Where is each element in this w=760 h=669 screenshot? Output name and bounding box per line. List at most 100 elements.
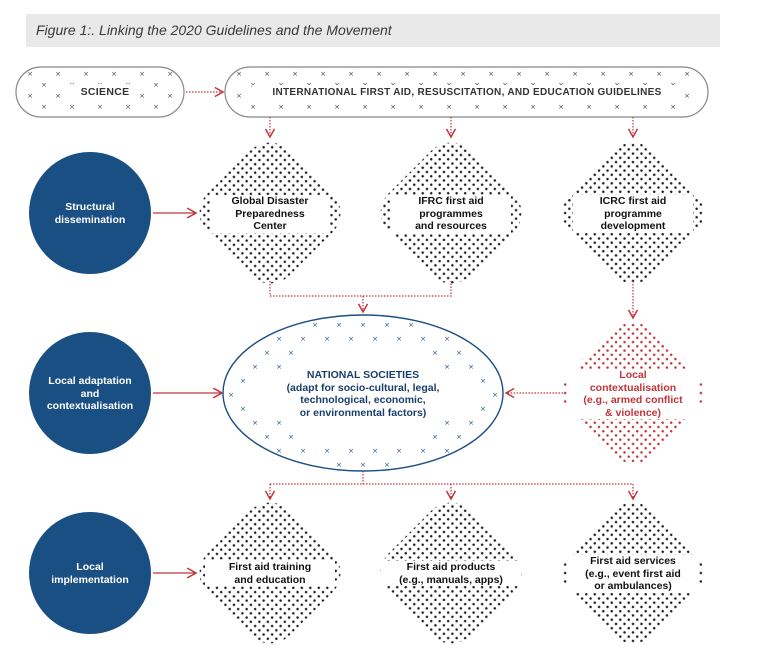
cross-mark: × — [396, 447, 402, 455]
cross-mark: × — [288, 433, 294, 441]
cross-mark: × — [278, 103, 284, 111]
cross-mark: × — [444, 419, 450, 427]
cross-mark: × — [558, 103, 564, 111]
cross-mark: × — [240, 405, 246, 413]
cross-mark: × — [264, 349, 270, 357]
cross-mark: × — [348, 335, 354, 343]
cross-mark: × — [530, 103, 536, 111]
cross-mark: × — [312, 321, 318, 329]
cross-mark: × — [264, 70, 270, 78]
row1-bracket — [269, 281, 452, 297]
cross-mark: × — [348, 70, 354, 78]
cross-mark: × — [384, 321, 390, 329]
national-societies-label: NATIONAL SOCIETIES(adapt for socio-cultu… — [253, 369, 473, 420]
cross-mark: × — [139, 92, 145, 100]
cross-mark: × — [444, 363, 450, 371]
cross-mark: × — [492, 391, 498, 399]
cross-mark: × — [324, 335, 330, 343]
cross-mark: × — [324, 447, 330, 455]
row3-label-products: First aid products(e.g., manuals, apps) — [381, 561, 521, 587]
cross-mark: × — [153, 103, 159, 111]
cross-mark: × — [240, 377, 246, 385]
level-circle-structural — [29, 152, 151, 274]
cross-mark: × — [372, 447, 378, 455]
cross-mark: × — [41, 103, 47, 111]
cross-mark: × — [480, 377, 486, 385]
cross-mark: × — [292, 70, 298, 78]
cross-mark: × — [334, 103, 340, 111]
cross-mark: × — [432, 349, 438, 357]
cross-mark: × — [420, 335, 426, 343]
cross-mark: × — [111, 70, 117, 78]
science-label: SCIENCE — [80, 86, 130, 98]
cross-mark: × — [27, 92, 33, 100]
cross-mark: × — [348, 447, 354, 455]
cross-mark: × — [670, 103, 676, 111]
cross-mark: × — [456, 349, 462, 357]
cross-mark: × — [586, 103, 592, 111]
cross-mark: × — [468, 419, 474, 427]
cross-mark: × — [444, 447, 450, 455]
cross-mark: × — [276, 447, 282, 455]
cross-mark: × — [153, 81, 159, 89]
cross-mark: × — [125, 103, 131, 111]
cross-mark: × — [516, 70, 522, 78]
cross-mark: × — [300, 447, 306, 455]
cross-mark: × — [41, 81, 47, 89]
cross-mark: × — [446, 103, 452, 111]
cross-mark: × — [628, 70, 634, 78]
cross-mark: × — [408, 321, 414, 329]
cross-mark: × — [468, 363, 474, 371]
cross-mark: × — [418, 103, 424, 111]
cross-mark: × — [404, 70, 410, 78]
cross-mark: × — [55, 92, 61, 100]
cross-mark: × — [432, 433, 438, 441]
cross-mark: × — [336, 321, 342, 329]
cross-mark: × — [69, 103, 75, 111]
cross-mark: × — [83, 70, 89, 78]
cross-mark: × — [390, 103, 396, 111]
cross-mark: × — [572, 70, 578, 78]
cross-mark: × — [252, 363, 258, 371]
cross-mark: × — [600, 70, 606, 78]
cross-mark: × — [336, 461, 342, 469]
cross-mark: × — [488, 70, 494, 78]
cross-mark: × — [684, 70, 690, 78]
cross-mark: × — [614, 103, 620, 111]
cross-mark: × — [684, 92, 690, 100]
guidelines-label: INTERNATIONAL FIRST AID, RESUSCITATION, … — [272, 87, 662, 98]
cross-mark: × — [250, 103, 256, 111]
cross-mark: × — [252, 419, 258, 427]
cross-mark: × — [276, 419, 282, 427]
cross-mark: × — [276, 363, 282, 371]
cross-mark: × — [236, 92, 242, 100]
cross-mark: × — [167, 92, 173, 100]
cross-mark: × — [444, 335, 450, 343]
cross-mark: × — [139, 70, 145, 78]
figure-caption: Figure 1:. Linking the 2020 Guidelines a… — [36, 22, 392, 38]
cross-mark: × — [228, 391, 234, 399]
cross-mark: × — [362, 103, 368, 111]
cross-mark: × — [502, 103, 508, 111]
cross-mark: × — [480, 405, 486, 413]
cross-mark: × — [474, 103, 480, 111]
cross-mark: × — [300, 335, 306, 343]
cross-mark: × — [167, 70, 173, 78]
cross-mark: × — [55, 70, 61, 78]
cross-mark: × — [544, 70, 550, 78]
cross-mark: × — [360, 461, 366, 469]
cross-mark: × — [320, 70, 326, 78]
cross-mark: × — [306, 103, 312, 111]
cross-mark: × — [642, 103, 648, 111]
cross-mark: × — [27, 70, 33, 78]
cross-mark: × — [236, 70, 242, 78]
level-circle-local-adaptation — [29, 332, 151, 454]
level-circle-implementation — [29, 512, 151, 634]
cross-mark: × — [420, 447, 426, 455]
cross-mark: × — [264, 433, 270, 441]
